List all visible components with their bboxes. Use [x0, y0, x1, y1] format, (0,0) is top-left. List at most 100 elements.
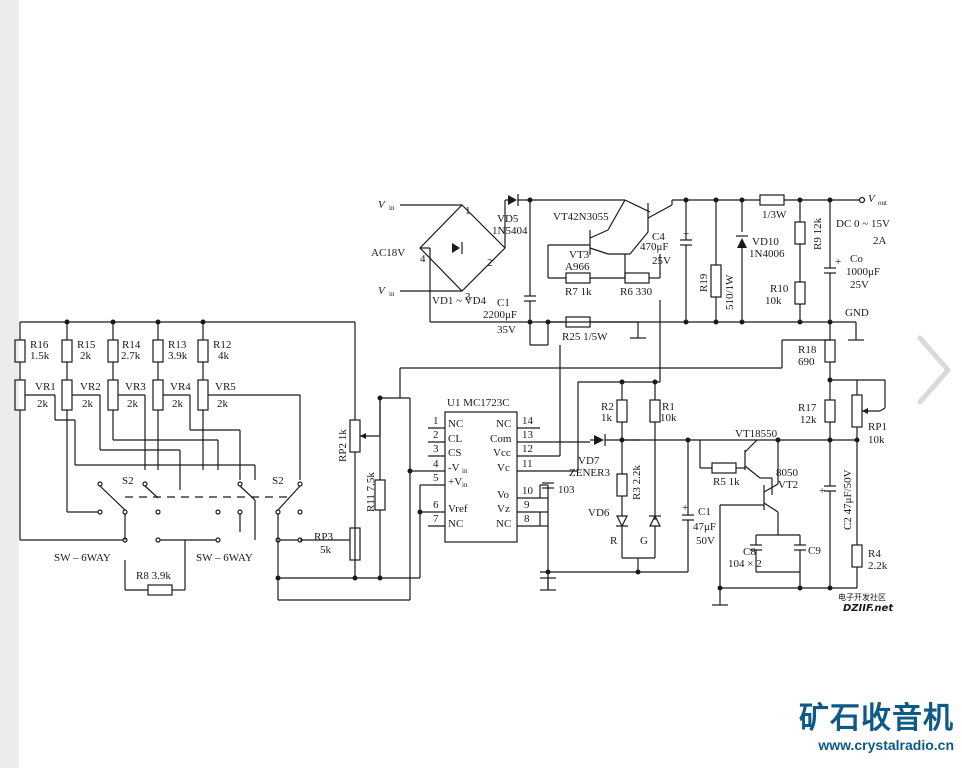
pin-num-12: 12	[522, 443, 533, 455]
r1-label: R1	[662, 401, 675, 413]
c2-plus: +	[819, 485, 825, 497]
c4-plus: +	[683, 228, 689, 240]
s2-left-label: S2	[122, 475, 134, 487]
r2-label: R2	[601, 401, 614, 413]
node-2: 2	[487, 257, 493, 269]
vd7-label: VD7	[578, 455, 600, 467]
pin-num-11: 11	[522, 458, 533, 470]
pin-vin-plus-sub: in	[462, 481, 468, 489]
c1-label: C1	[497, 297, 510, 309]
pin-num-8: 8	[524, 513, 530, 525]
ac-label: AC18V	[371, 247, 405, 259]
rp1-value: 10k	[868, 434, 885, 446]
vt4-label: VT42N3055	[553, 211, 609, 223]
rp1-label: RP1	[868, 421, 887, 433]
next-image-button[interactable]	[906, 330, 962, 414]
vr5-label: VR5	[215, 381, 236, 393]
r18-label: R18	[798, 344, 817, 356]
u1-label: U1 MC1723C	[447, 397, 510, 409]
r1-value: 10k	[660, 412, 677, 424]
r10-label: R10	[770, 283, 789, 295]
vt3-part: A966	[565, 261, 590, 273]
c8-value: 104 × 2	[728, 558, 762, 570]
vd7-part: ZENER3	[569, 467, 610, 479]
vout-label: V	[868, 193, 876, 205]
pin-vin-minus-sub: in	[462, 467, 468, 475]
pin-vref: Vref	[448, 503, 468, 515]
vin-label-bottom: V	[378, 285, 386, 297]
pin-num-6: 6	[433, 499, 439, 511]
r17-value: 12k	[800, 414, 817, 426]
pin-nc7: NC	[448, 518, 463, 530]
vd5-label: VD5	[497, 213, 519, 225]
vt2-part: 8050	[776, 467, 799, 479]
r19-value: 510/1W	[724, 274, 736, 310]
node-3: 3	[465, 291, 471, 303]
ic-body	[444, 411, 518, 543]
r14-label: R14	[122, 339, 141, 351]
c103-label: 103	[558, 484, 575, 496]
vin-label-top: V	[378, 199, 386, 211]
pin-vin-minus: -V	[448, 462, 460, 474]
vd5-part: 1N5404	[492, 225, 528, 237]
vr1-label: VR1	[35, 381, 56, 393]
vr5-value: 2k	[217, 398, 229, 410]
bridge-rectifier	[419, 204, 506, 292]
inner-site-label: 电子开发社区	[838, 592, 886, 602]
r6-label: R6 330	[620, 286, 653, 298]
c2-label: C2 47μF/50V	[842, 469, 854, 530]
vt1-label: VT18550	[735, 428, 778, 440]
schematic-labels: V in V in AC18V 1 2 3 4 VD1 ~ VD4 VD5 1N…	[30, 193, 894, 614]
pin-nc8: NC	[496, 518, 511, 530]
vr4-label: VR4	[170, 381, 191, 393]
c4-label: C4	[652, 231, 665, 243]
c4-value: 470μF	[640, 241, 669, 253]
junction-dots	[64, 197, 860, 591]
vr1-value: 2k	[37, 398, 49, 410]
r11-label: R11 7.5k	[365, 472, 377, 512]
pin-com: Com	[490, 433, 512, 445]
c8-label: C8	[743, 546, 756, 558]
pin-nc1: NC	[448, 418, 463, 430]
r2-value: 1k	[601, 412, 613, 424]
rp3-label: RP3	[314, 531, 333, 543]
s2-right-label: S2	[272, 475, 284, 487]
chevron-right-icon	[917, 335, 951, 405]
pin-num-3: 3	[433, 443, 439, 455]
switch-a-label: SW – 6WAY	[54, 552, 111, 564]
pin-num-13: 13	[522, 429, 534, 441]
r7-label: R7 1k	[565, 286, 592, 298]
co-label: Co	[850, 253, 863, 265]
pin-num-4: 4	[433, 458, 439, 470]
c1b-voltage: 50V	[696, 535, 715, 547]
r8-label: R8 3.9k	[136, 570, 171, 582]
r3-label: R3 2.2k	[631, 465, 643, 500]
r13-label: R13	[168, 339, 187, 351]
c1b-value: 47μF	[693, 521, 716, 533]
site-watermark: 矿石收音机 www.crystalradio.cn	[784, 702, 954, 762]
vt3-label: VT3	[569, 249, 590, 261]
inner-brand-label: DZIIF.net	[843, 603, 894, 614]
vd10-part: 1N4006	[749, 248, 785, 260]
r16-value: 1.5k	[30, 350, 50, 362]
pin-vcc: Vcc	[493, 447, 511, 459]
r16-label: R16	[30, 339, 49, 351]
rp3-value: 5k	[320, 544, 332, 556]
pin-vz: Vz	[497, 503, 510, 515]
vt2-label: VT2	[778, 479, 798, 491]
vr4-value: 2k	[172, 398, 184, 410]
dc-label: DC 0 ~ 15V	[836, 218, 890, 230]
c9-label: C9	[808, 545, 821, 557]
r4-label: R4	[868, 548, 881, 560]
gnd-label: GND	[845, 307, 869, 319]
pin-num-10: 10	[522, 485, 534, 497]
r15-value: 2k	[80, 350, 92, 362]
co-plus: +	[835, 256, 841, 268]
vr2-value: 2k	[82, 398, 94, 410]
node-1: 1	[465, 205, 471, 217]
viewer-left-margin	[0, 0, 19, 768]
r-13w-label: 1/3W	[762, 209, 787, 221]
r9-label: R9 12k	[812, 217, 824, 250]
switch-b-label: SW – 6WAY	[196, 552, 253, 564]
